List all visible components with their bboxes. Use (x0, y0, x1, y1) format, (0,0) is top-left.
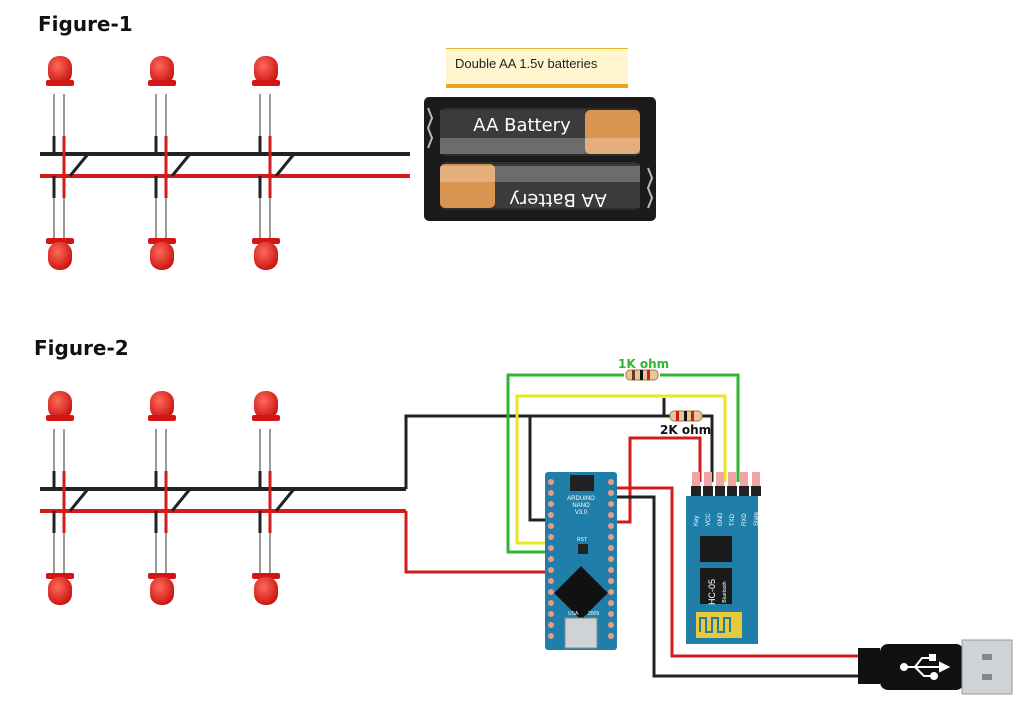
nano-name-3: V3.0 (575, 510, 588, 516)
nano-usa: USA (568, 611, 579, 617)
nano-pin-right (608, 589, 614, 595)
led-top-1 (46, 56, 74, 86)
arduino-pins (548, 479, 614, 639)
bt-sub: Bluetooth (722, 581, 728, 602)
bt-pin-label: Key (694, 516, 700, 526)
nano-pin-right (608, 490, 614, 496)
nano-pin-right (608, 479, 614, 485)
bt-header-pin (692, 472, 700, 496)
nano-pin-left (548, 567, 554, 573)
arduino-nano: ARDUINO NANO V3.0 RST USA 2009 (545, 472, 617, 650)
nano-pin-left (548, 534, 554, 540)
nano-pin-right (608, 600, 614, 606)
nano-pin-left (548, 545, 554, 551)
figure-2-circuit: 1K ohm 2K ohm ARDUINO NANO V3.0 RST USA … (40, 357, 1013, 695)
nano-pin-left (548, 578, 554, 584)
nano-pin-left (548, 556, 554, 562)
nano-pin-right (608, 578, 614, 584)
fig2-led-array (46, 391, 296, 605)
nano-pin-right (608, 567, 614, 573)
bt-pin-label: GND (718, 512, 724, 526)
nano-pin-right (608, 611, 614, 617)
figure-1-title: Figure-1 (38, 12, 133, 36)
bt-pin-label: State (754, 511, 760, 526)
black-wire-to-gnd (700, 414, 714, 482)
battery-label-bottom: AA Battery (509, 189, 607, 210)
nano-rst: RST (577, 537, 587, 543)
led-top-3 (252, 391, 280, 421)
nano-pin-left (548, 611, 554, 617)
led-top-2 (148, 391, 176, 421)
red-wire-led (404, 511, 552, 574)
nano-pin-right (608, 523, 614, 529)
led-bottom-3 (252, 573, 280, 605)
fig1-led-array (46, 56, 296, 270)
nano-pin-left (548, 490, 554, 496)
bt-header-pin (704, 472, 712, 496)
led-bottom-3 (252, 238, 280, 270)
bt-model: HC-05 (707, 579, 717, 605)
battery-note-text: Double AA 1.5v batteries (455, 56, 598, 71)
resistor-1k-label: 1K ohm (618, 357, 669, 371)
led-top-3 (252, 56, 280, 86)
red-wire-vcc (612, 436, 702, 524)
hc05-module: Key VCC GND TXD RXD State HC-05 Bluetooth (686, 472, 761, 644)
nano-pin-right (608, 512, 614, 518)
black-wire-nano-gnd (528, 416, 552, 522)
nano-pin-left (548, 523, 554, 529)
nano-pin-left (548, 622, 554, 628)
nano-year: 2009 (588, 611, 599, 617)
resistor-2k-label: 2K ohm (660, 423, 711, 437)
bt-header-pins (691, 472, 761, 496)
bt-header-pin (740, 472, 748, 496)
nano-pin-left (548, 633, 554, 639)
nano-pin-left (548, 600, 554, 606)
resistor-1k (625, 369, 659, 381)
bt-pin-label: TXD (730, 513, 736, 526)
led-top-2 (148, 56, 176, 86)
bt-header-pin (728, 472, 736, 496)
led-bottom-2 (148, 573, 176, 605)
figure-2-title: Figure-2 (34, 336, 129, 360)
nano-pin-left (548, 501, 554, 507)
nano-name-1: ARDUINO (567, 496, 595, 502)
nano-pin-right (608, 534, 614, 540)
nano-pin-right (608, 545, 614, 551)
bt-header-pin (716, 472, 724, 496)
usb-plug (858, 639, 1013, 695)
nano-pin-right (608, 556, 614, 562)
nano-name-2: NANO (572, 503, 590, 509)
battery-note: Double AA 1.5v batteries (446, 48, 628, 88)
usb-icon (900, 654, 951, 680)
nano-pin-left (548, 479, 554, 485)
nano-pin-left (548, 589, 554, 595)
yellow-wire-tx (515, 394, 727, 545)
resistor-2k (669, 410, 703, 422)
figure-1-circuit: AA Battery AA Battery (40, 56, 656, 270)
nano-pin-left (548, 512, 554, 518)
led-top-1 (46, 391, 74, 421)
nano-pin-right (608, 501, 614, 507)
bt-header-pin (752, 472, 760, 496)
green-wire-to-txd (660, 373, 740, 482)
battery-holder: AA Battery AA Battery (424, 97, 656, 221)
red-wire-usb (612, 486, 860, 658)
bt-pin-label: RXD (742, 513, 748, 526)
black-wire-ground (404, 398, 666, 489)
bt-pin-labels: Key VCC GND TXD RXD State (694, 511, 760, 526)
nano-pin-right (608, 622, 614, 628)
led-bottom-2 (148, 238, 176, 270)
green-wire-rx (506, 373, 624, 554)
nano-pin-right (608, 633, 614, 639)
black-wire-usb (612, 495, 860, 678)
battery-label-top: AA Battery (473, 115, 571, 136)
led-bottom-1 (46, 238, 74, 270)
led-bottom-1 (46, 573, 74, 605)
bt-pin-label: VCC (706, 513, 712, 526)
